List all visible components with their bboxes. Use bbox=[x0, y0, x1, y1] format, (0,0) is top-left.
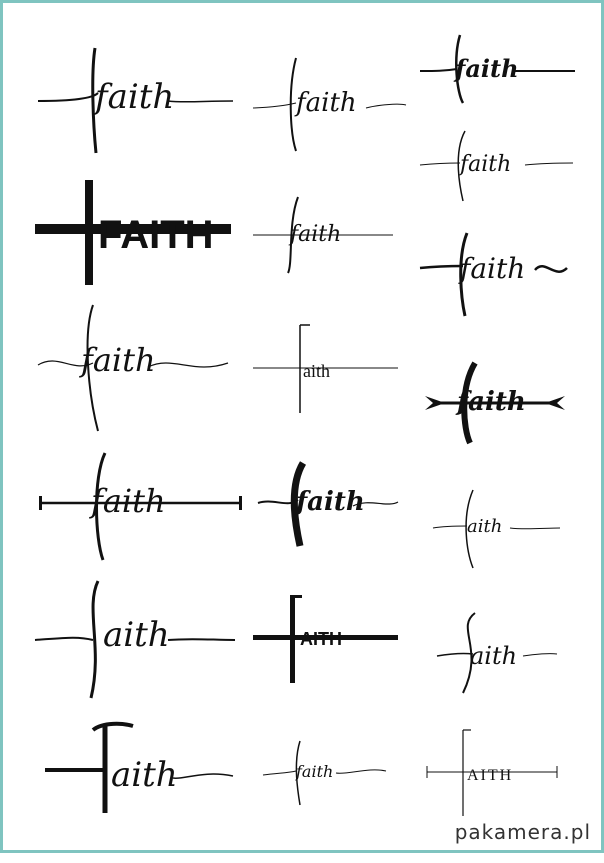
design-faith-tall-f: aith bbox=[33, 578, 236, 708]
watermark-text: pakamera.pl bbox=[454, 820, 591, 844]
design-faith-tiny: faith bbox=[248, 733, 448, 863]
design-text: faith bbox=[458, 152, 511, 177]
design-aith-thin-cross: aith bbox=[248, 323, 448, 453]
design-text: faith bbox=[294, 487, 365, 517]
design-aith-s-swash: aith bbox=[415, 608, 604, 738]
design-text: faith bbox=[453, 54, 519, 83]
design-faith-capital-f: aith bbox=[33, 718, 234, 848]
design-text: aith bbox=[303, 361, 330, 381]
design-faith-compact: faith bbox=[415, 33, 604, 163]
design-text: aith bbox=[470, 642, 517, 670]
design-text: FAITH bbox=[98, 213, 214, 257]
design-aith-thin-cross-2: AITH bbox=[415, 728, 604, 858]
design-faith-arrow-bold: faith bbox=[415, 358, 604, 488]
design-text: faith bbox=[295, 762, 333, 781]
design-text: aith bbox=[103, 615, 170, 655]
design-text: faith bbox=[455, 387, 526, 417]
design-text: faith bbox=[89, 482, 166, 520]
design-text: faith bbox=[92, 77, 174, 117]
design-text: aith bbox=[467, 516, 502, 537]
design-faith-light: aith bbox=[415, 488, 604, 618]
design-text: faith bbox=[458, 252, 525, 285]
design-faith-script-1: faith bbox=[33, 43, 234, 173]
design-faith-loop: faith bbox=[248, 193, 448, 323]
design-text: aith bbox=[111, 755, 178, 795]
design-text: AITH bbox=[467, 767, 513, 784]
design-text: faith bbox=[79, 341, 156, 379]
design-faith-cross-bold: FAITH bbox=[33, 178, 233, 308]
design-faith-script-bold: faith bbox=[415, 228, 604, 358]
design-faith-arrow: faith bbox=[33, 448, 242, 578]
design-faith-bold-swash: faith bbox=[248, 458, 448, 588]
design-faith-swirl: faith bbox=[33, 303, 233, 433]
design-text: AITH bbox=[300, 629, 342, 649]
design-aith-bold-cross: AITH bbox=[248, 593, 448, 723]
design-faith-thin: faith bbox=[248, 53, 448, 183]
design-text: faith bbox=[294, 88, 357, 118]
design-text: faith bbox=[288, 222, 341, 247]
design-faith-elegant: faith bbox=[415, 123, 604, 253]
